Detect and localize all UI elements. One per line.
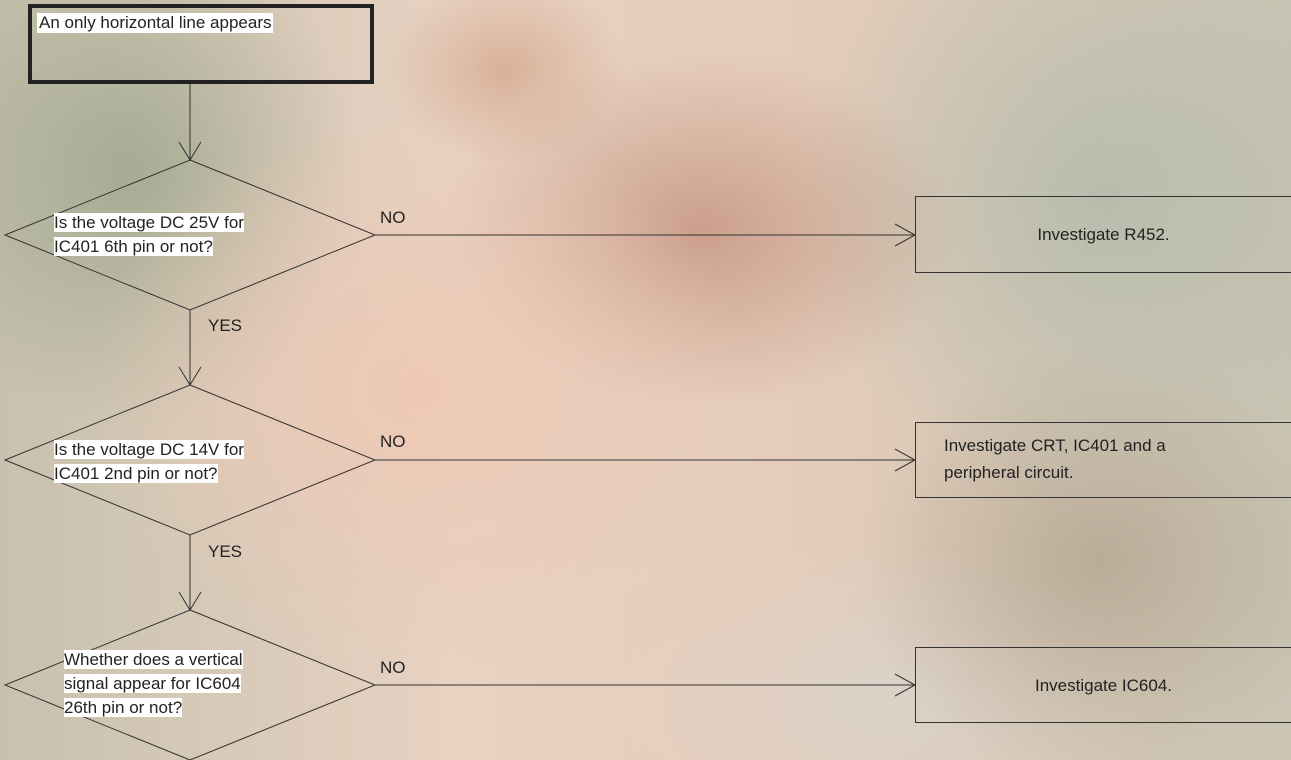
no-label-3: NO xyxy=(380,658,406,677)
result-box-1: Investigate R452. xyxy=(915,196,1291,273)
result-box-3: Investigate IC604. xyxy=(915,647,1291,723)
decision-2-text: Is the voltage DC 14V for IC401 2nd pin … xyxy=(54,438,244,486)
yes-label-2: YES xyxy=(208,542,243,561)
no-label-1: NO xyxy=(380,208,406,227)
decision-2-line1: Is the voltage DC 14V for xyxy=(54,440,244,459)
result-1-text: Investigate R452. xyxy=(1037,225,1170,244)
decision-3-text: Whether does a vertical signal appear fo… xyxy=(64,648,243,720)
result-2-line1: Investigate CRT, IC401 and a xyxy=(944,436,1166,455)
yes-label-1: YES xyxy=(208,316,243,335)
decision-3-line1: Whether does a vertical xyxy=(64,650,243,669)
start-box: An only horizontal line appears xyxy=(28,4,374,84)
result-2-line2: peripheral circuit. xyxy=(944,463,1074,482)
decision-1-text: Is the voltage DC 25V for IC401 6th pin … xyxy=(54,211,244,259)
decision-3-line2: signal appear for IC604 xyxy=(64,674,241,693)
decision-2-line2: IC401 2nd pin or not? xyxy=(54,464,218,483)
decision-1-line2: IC401 6th pin or not? xyxy=(54,237,213,256)
start-label: An only horizontal line appears xyxy=(37,13,274,33)
decision-3-line3: 26th pin or not? xyxy=(64,698,183,717)
decision-1-line1: Is the voltage DC 25V for xyxy=(54,213,244,232)
result-3-text: Investigate IC604. xyxy=(1034,676,1173,695)
result-box-2: Investigate CRT, IC401 and a peripheral … xyxy=(915,422,1291,498)
no-label-2: NO xyxy=(380,432,406,451)
